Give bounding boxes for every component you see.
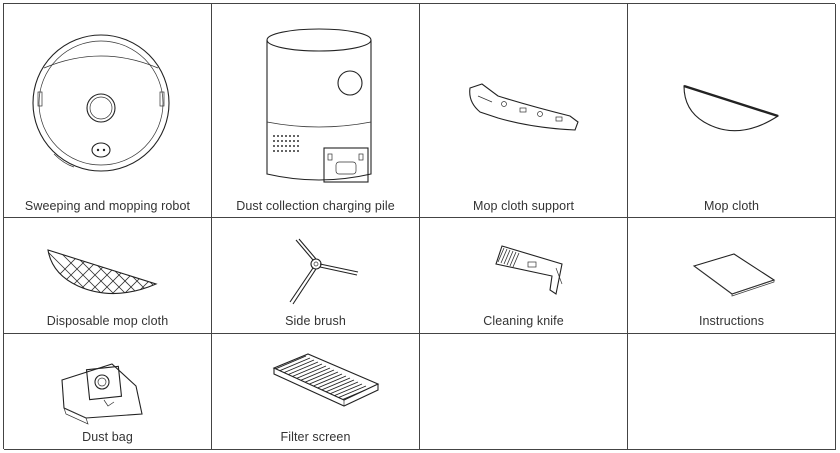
- filter-icon: [272, 353, 380, 407]
- side-brush-icon: [289, 238, 359, 305]
- item-cell: Instructions: [628, 218, 836, 334]
- robot-vacuum-icon: [32, 34, 170, 172]
- item-label: Mop cloth support: [472, 199, 575, 213]
- item-label: Instructions: [698, 314, 765, 328]
- disposable-mop-icon: [47, 249, 158, 295]
- item-cell: Sweeping and mopping robot: [4, 4, 212, 218]
- item-cell: Filter screen: [212, 334, 420, 450]
- item-label: Sweeping and mopping robot: [24, 199, 191, 213]
- item-label: Filter screen: [280, 430, 351, 444]
- item-cell: Disposable mop cloth: [4, 218, 212, 334]
- empty-cell: [628, 334, 836, 450]
- item-cell: Dust collection charging pile: [212, 4, 420, 218]
- dust-bag-icon: [61, 363, 143, 425]
- mop-bracket-icon: [469, 83, 579, 131]
- item-label: Dust bag: [82, 430, 133, 444]
- item-label: Side brush: [285, 314, 346, 328]
- charging-dock-icon: [266, 28, 372, 183]
- mop-cloth-icon: [683, 84, 780, 132]
- item-label: Dust collection charging pile: [236, 199, 395, 213]
- empty-cell: [420, 334, 628, 450]
- item-cell: Dust bag: [4, 334, 212, 450]
- item-cell: Cleaning knife: [420, 218, 628, 334]
- manual-icon: [692, 253, 776, 297]
- cleaning-tool-icon: [495, 245, 563, 295]
- item-label: Cleaning knife: [483, 314, 564, 328]
- item-cell: Mop cloth support: [420, 4, 628, 218]
- item-cell: Mop cloth: [628, 4, 836, 218]
- item-label: Disposable mop cloth: [46, 314, 169, 328]
- contents-table: Sweeping and mopping robot Dust collecti…: [3, 3, 836, 450]
- item-label: Mop cloth: [703, 199, 760, 213]
- item-cell: Side brush: [212, 218, 420, 334]
